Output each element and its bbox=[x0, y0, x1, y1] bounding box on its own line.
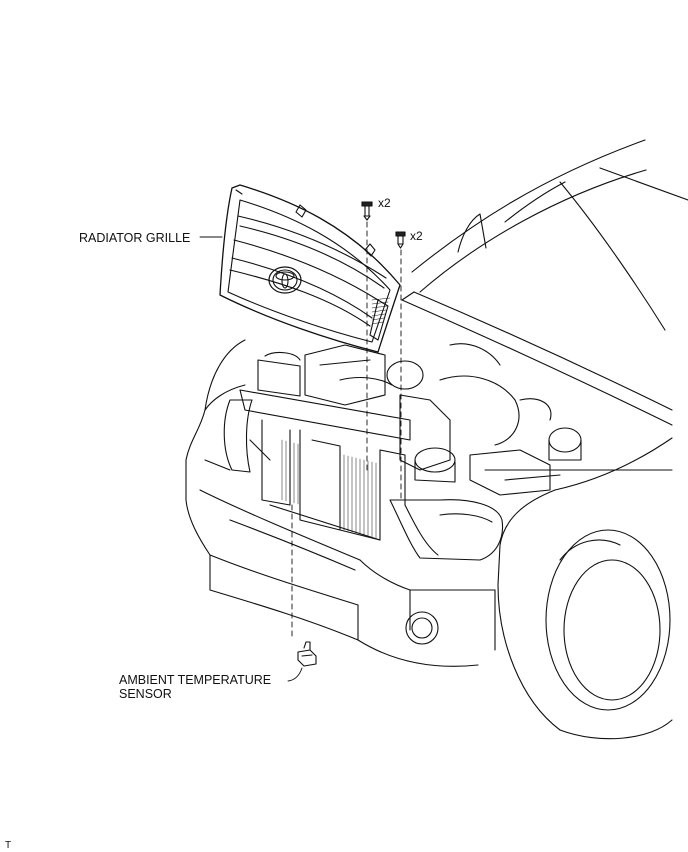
ambient-sensor-part bbox=[297, 641, 317, 667]
leader-lines bbox=[199, 236, 303, 682]
radiator-support bbox=[239, 389, 411, 541]
ambient-sensor-label-line2: SENSOR bbox=[119, 687, 172, 701]
engine-bay bbox=[249, 343, 582, 496]
clip-icon bbox=[395, 231, 406, 249]
hood bbox=[401, 291, 673, 426]
assembly-guide-lines bbox=[291, 221, 402, 641]
radiator-grille-label: RADIATOR GRILLE bbox=[79, 231, 191, 245]
right-headlight bbox=[389, 499, 504, 561]
front-wheel bbox=[545, 529, 671, 711]
fender-body bbox=[484, 437, 673, 740]
ambient-sensor-label-line1: AMBIENT TEMPERATURE bbox=[119, 673, 272, 687]
front-bumper bbox=[199, 489, 496, 667]
clip-quantity-label: x2 bbox=[410, 229, 423, 243]
corner-code: T bbox=[5, 840, 12, 851]
fog-lamp bbox=[405, 611, 439, 645]
windshield-outline bbox=[411, 139, 688, 331]
clip-icon bbox=[361, 201, 373, 221]
left-front-fender bbox=[185, 339, 253, 556]
toyota-emblem bbox=[268, 266, 302, 294]
radiator-core bbox=[281, 439, 377, 539]
clip-quantity-label: x2 bbox=[378, 196, 391, 210]
radiator-grille-part bbox=[219, 184, 401, 353]
